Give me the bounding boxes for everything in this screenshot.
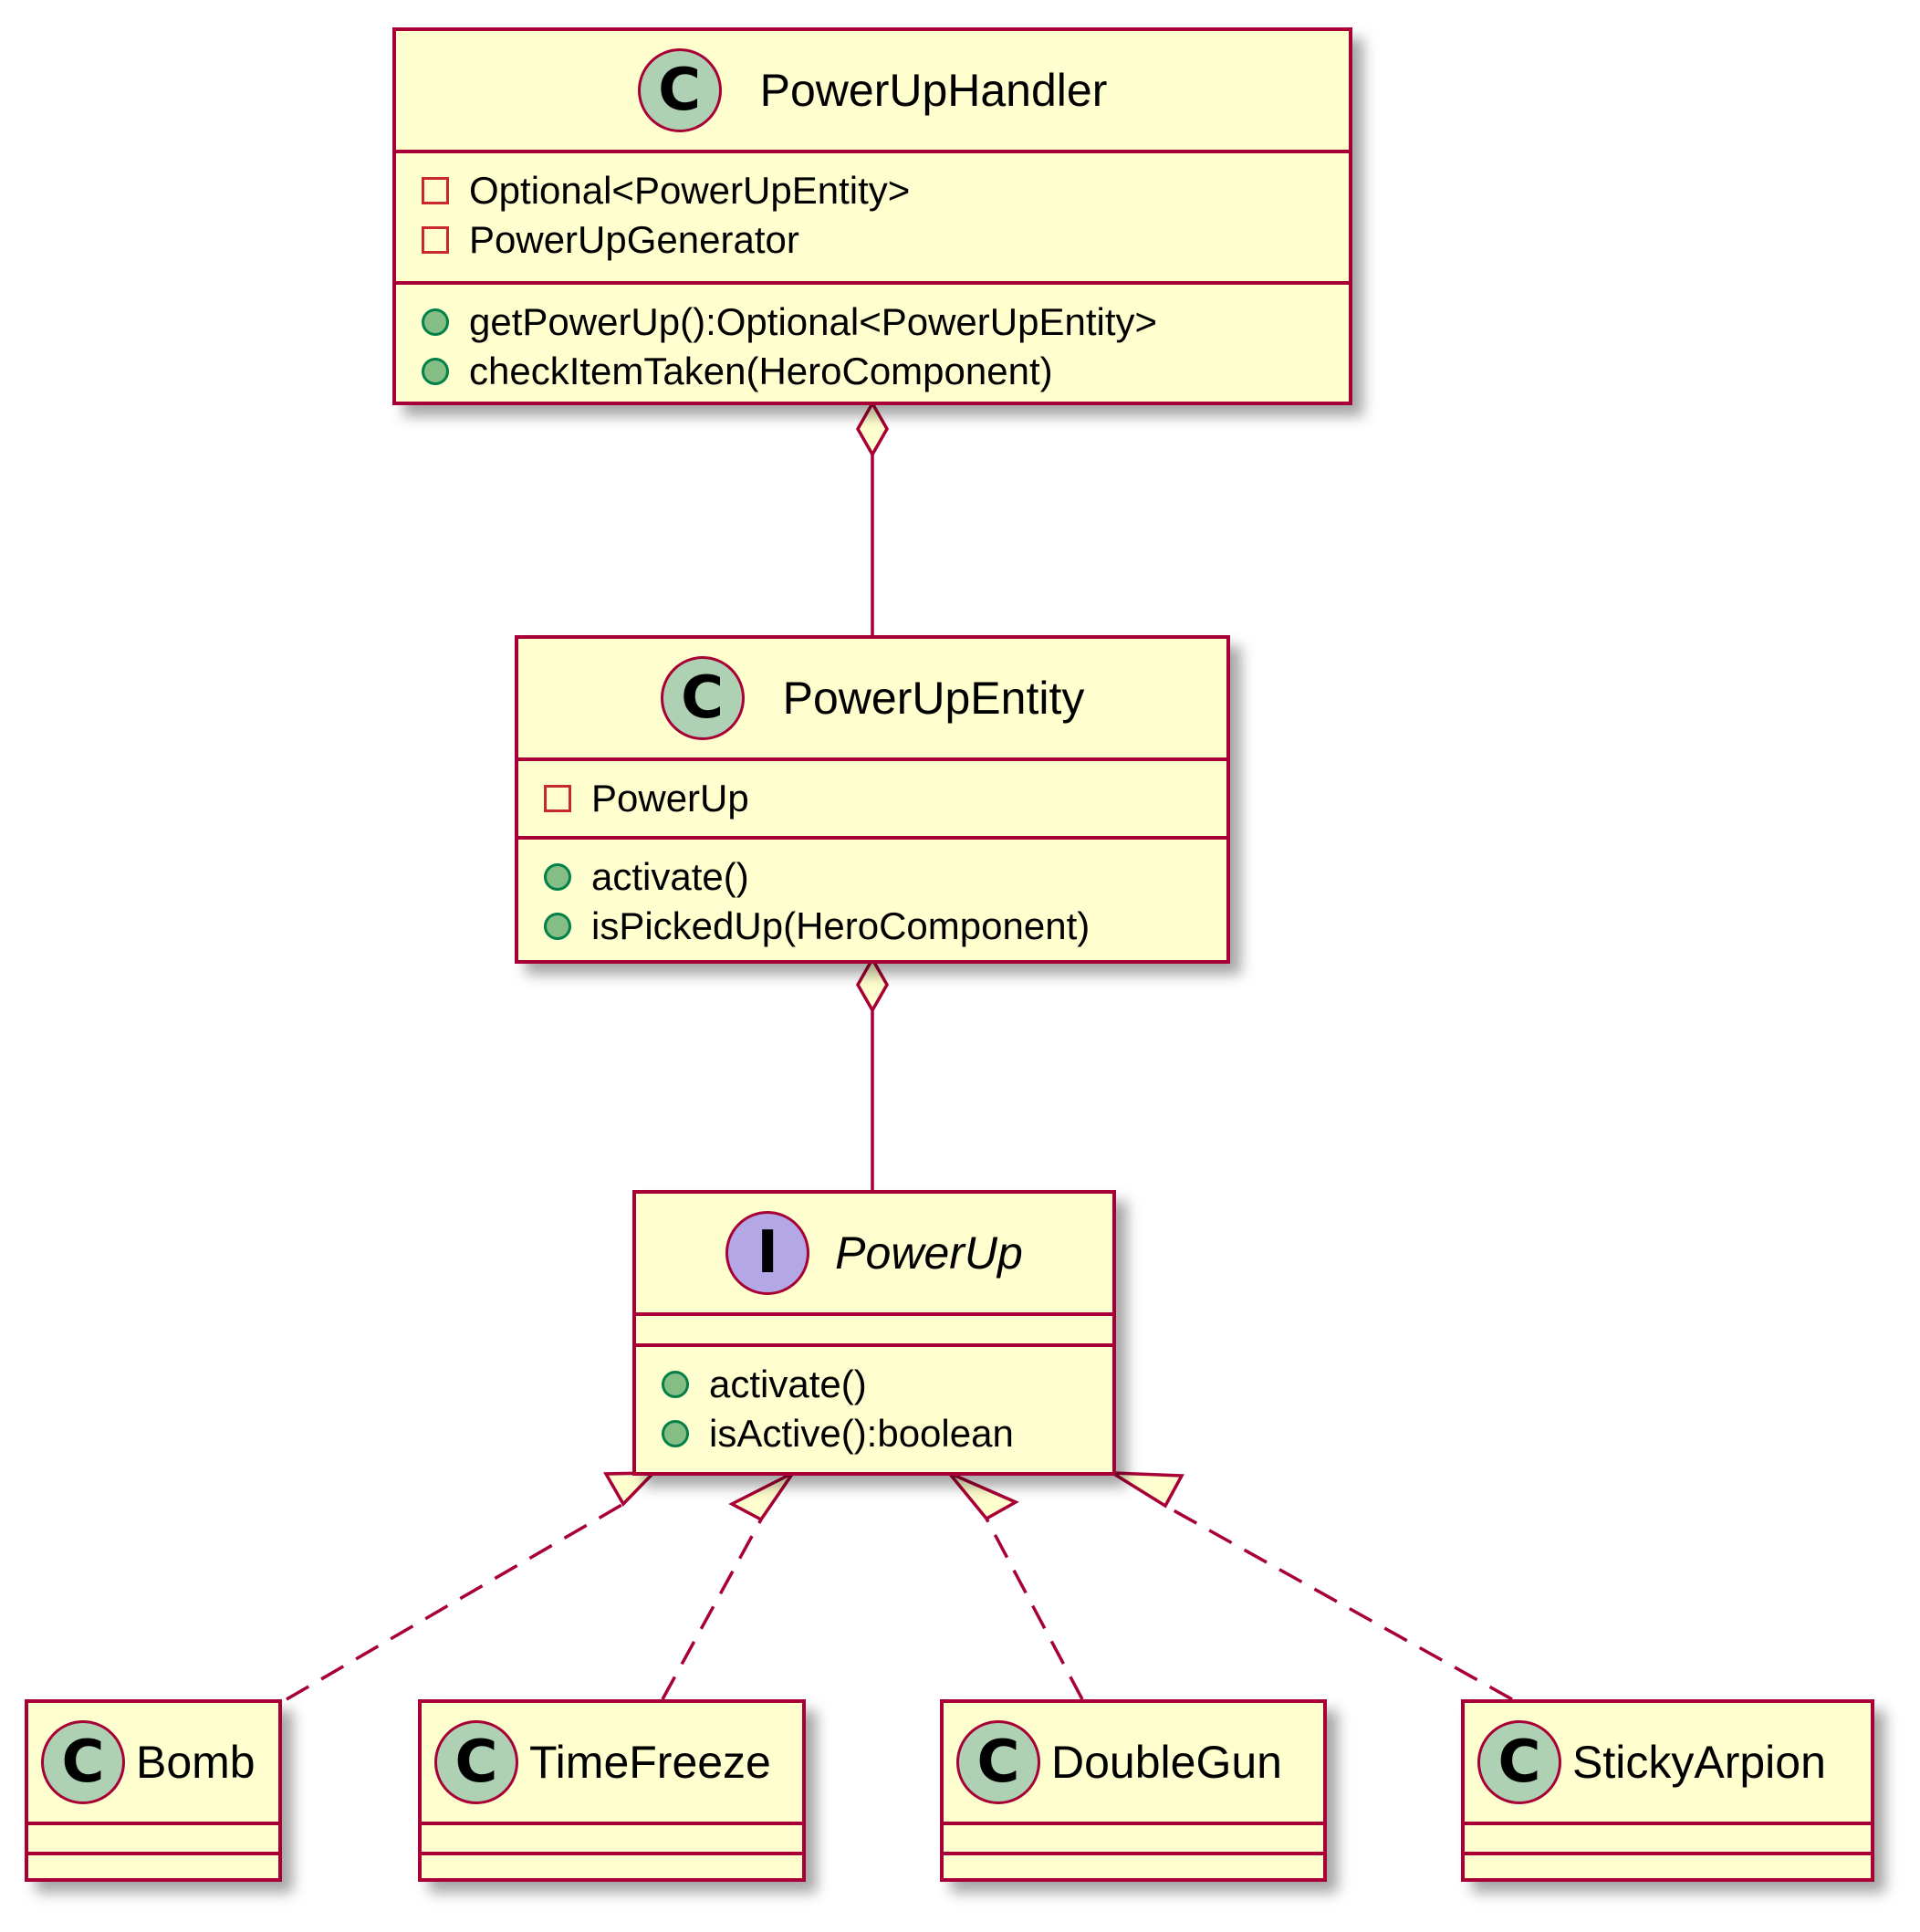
class-c-icon: C — [434, 1720, 518, 1804]
field-row: PowerUpGenerator — [422, 215, 1349, 265]
interface-header: I PowerUp — [636, 1194, 1112, 1312]
method-text: activate() — [591, 855, 749, 898]
methods-section: getPowerUp():Optional<PowerUpEntity> che… — [396, 281, 1349, 402]
field-text: Optional<PowerUpEntity> — [469, 169, 911, 212]
class-doublegun[interactable]: C DoubleGun — [940, 1699, 1327, 1882]
method-row: activate() — [544, 852, 1226, 902]
public-visibility-icon — [544, 913, 571, 940]
interface-i-icon: I — [725, 1211, 810, 1295]
methods-section — [944, 1852, 1323, 1878]
class-c-icon: C — [660, 656, 745, 740]
fields-section — [944, 1822, 1323, 1852]
fields-section: PowerUp — [518, 757, 1226, 836]
class-name: StickyArpion — [1572, 1737, 1826, 1788]
method-row: isPickedUp(HeroComponent) — [544, 902, 1226, 951]
interface-powerup[interactable]: I PowerUp activate() isActive():boolean — [632, 1190, 1116, 1476]
private-visibility-icon — [422, 226, 449, 254]
class-timefreeze[interactable]: C TimeFreeze — [418, 1699, 806, 1882]
class-name: DoubleGun — [1051, 1737, 1282, 1788]
class-powerup-entity[interactable]: C PowerUpEntity PowerUp activate() isPic… — [515, 635, 1230, 964]
class-header: C PowerUpEntity — [518, 639, 1226, 757]
methods-section: activate() isActive():boolean — [636, 1343, 1112, 1472]
class-name: PowerUpHandler — [759, 65, 1108, 116]
private-visibility-icon — [544, 785, 571, 812]
public-visibility-icon — [662, 1420, 689, 1447]
fields-section — [28, 1822, 278, 1852]
class-powerup-handler[interactable]: C PowerUpHandler Optional<PowerUpEntity>… — [392, 27, 1352, 405]
private-visibility-icon — [422, 177, 449, 204]
method-row: getPowerUp():Optional<PowerUpEntity> — [422, 298, 1349, 347]
class-c-icon: C — [956, 1720, 1040, 1804]
methods-section — [1465, 1852, 1871, 1878]
public-visibility-icon — [544, 863, 571, 891]
method-text: activate() — [709, 1363, 867, 1405]
methods-section — [422, 1852, 802, 1878]
class-name: TimeFreeze — [529, 1737, 771, 1788]
fields-section — [1465, 1822, 1871, 1852]
fields-section — [422, 1822, 802, 1852]
fields-section — [636, 1312, 1112, 1343]
class-c-icon: C — [637, 48, 722, 132]
realization-timefreeze — [661, 1471, 795, 1700]
public-visibility-icon — [662, 1371, 689, 1398]
class-header: C Bomb — [28, 1703, 278, 1822]
methods-section: activate() isPickedUp(HeroComponent) — [518, 836, 1226, 960]
realization-stickyarpion — [1106, 1470, 1513, 1701]
aggregation-handler-entity — [855, 400, 890, 635]
aggregation-entity-powerup — [855, 956, 890, 1190]
realization-doublegun — [947, 1471, 1084, 1700]
field-text: PowerUp — [591, 777, 749, 820]
public-visibility-icon — [422, 308, 449, 336]
class-header: C TimeFreeze — [422, 1703, 802, 1822]
field-row: PowerUp — [544, 774, 1226, 823]
public-visibility-icon — [422, 358, 449, 385]
class-header: C PowerUpHandler — [396, 31, 1349, 150]
method-text: isActive():boolean — [709, 1412, 1014, 1455]
class-name: PowerUpEntity — [782, 673, 1085, 724]
method-row: isActive():boolean — [662, 1409, 1112, 1458]
method-text: isPickedUp(HeroComponent) — [591, 904, 1090, 947]
class-c-icon: C — [1477, 1720, 1561, 1804]
method-text: checkItemTaken(HeroComponent) — [469, 350, 1053, 392]
fields-section: Optional<PowerUpEntity> PowerUpGenerator — [396, 150, 1349, 281]
class-stickyarpion[interactable]: C StickyArpion — [1461, 1699, 1874, 1882]
class-c-icon: C — [41, 1720, 125, 1804]
field-text: PowerUpGenerator — [469, 218, 799, 261]
field-row: Optional<PowerUpEntity> — [422, 166, 1349, 215]
methods-section — [28, 1852, 278, 1878]
class-header: C DoubleGun — [944, 1703, 1323, 1822]
class-header: C StickyArpion — [1465, 1703, 1871, 1822]
class-bomb[interactable]: C Bomb — [25, 1699, 282, 1882]
method-row: activate() — [662, 1360, 1112, 1409]
method-row: checkItemTaken(HeroComponent) — [422, 347, 1349, 396]
method-text: getPowerUp():Optional<PowerUpEntity> — [469, 300, 1158, 343]
interface-name: PowerUp — [835, 1227, 1023, 1279]
realization-bomb — [286, 1471, 658, 1701]
class-name: Bomb — [136, 1737, 256, 1788]
